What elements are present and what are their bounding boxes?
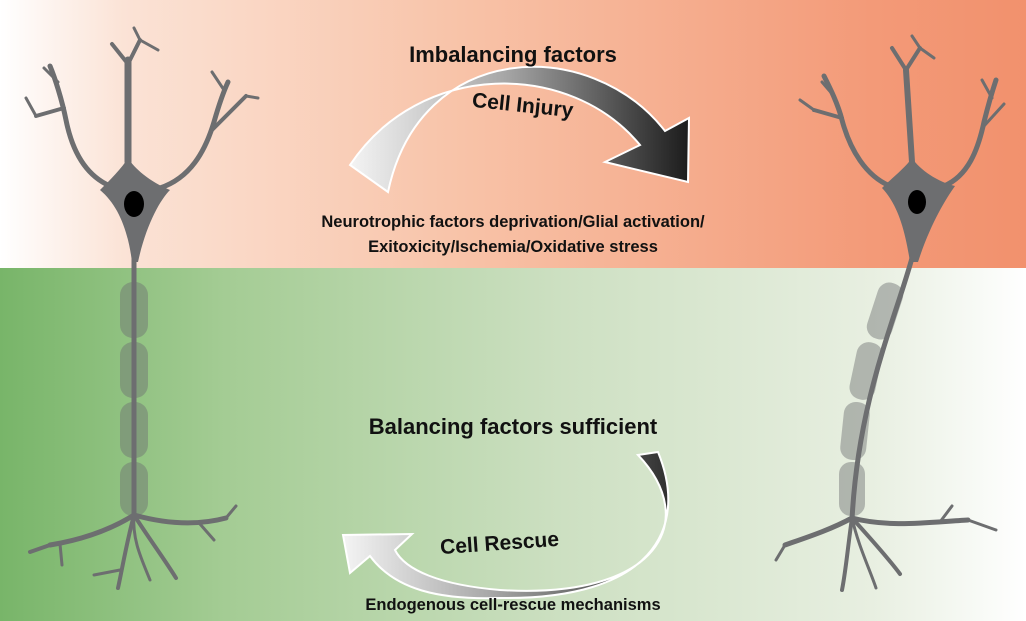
injured-nucleus xyxy=(908,190,926,214)
injury-factors-line-1: Neurotrophic factors deprivation/Glial a… xyxy=(321,213,705,231)
imbalancing-factors-title: Imbalancing factors xyxy=(409,42,617,67)
injured-neuron xyxy=(774,34,1006,592)
balancing-background xyxy=(0,268,1026,621)
rescue-mechanisms-text: Endogenous cell-rescue mechanisms xyxy=(365,596,661,614)
imbalancing-background xyxy=(0,0,1026,268)
injury-factors-line-2: Exitoxicity/Ischemia/Oxidative stress xyxy=(368,238,658,256)
cell-injury-arrow xyxy=(348,66,691,194)
cell-rescue-label: Cell Rescue xyxy=(439,528,559,559)
cell-injury-label: Cell Injury xyxy=(471,89,575,123)
balancing-factors-title: Balancing factors sufficient xyxy=(368,414,658,439)
cell-rescue-arrow xyxy=(341,450,670,600)
healthy-neuron xyxy=(24,26,260,590)
healthy-nucleus xyxy=(124,191,144,217)
